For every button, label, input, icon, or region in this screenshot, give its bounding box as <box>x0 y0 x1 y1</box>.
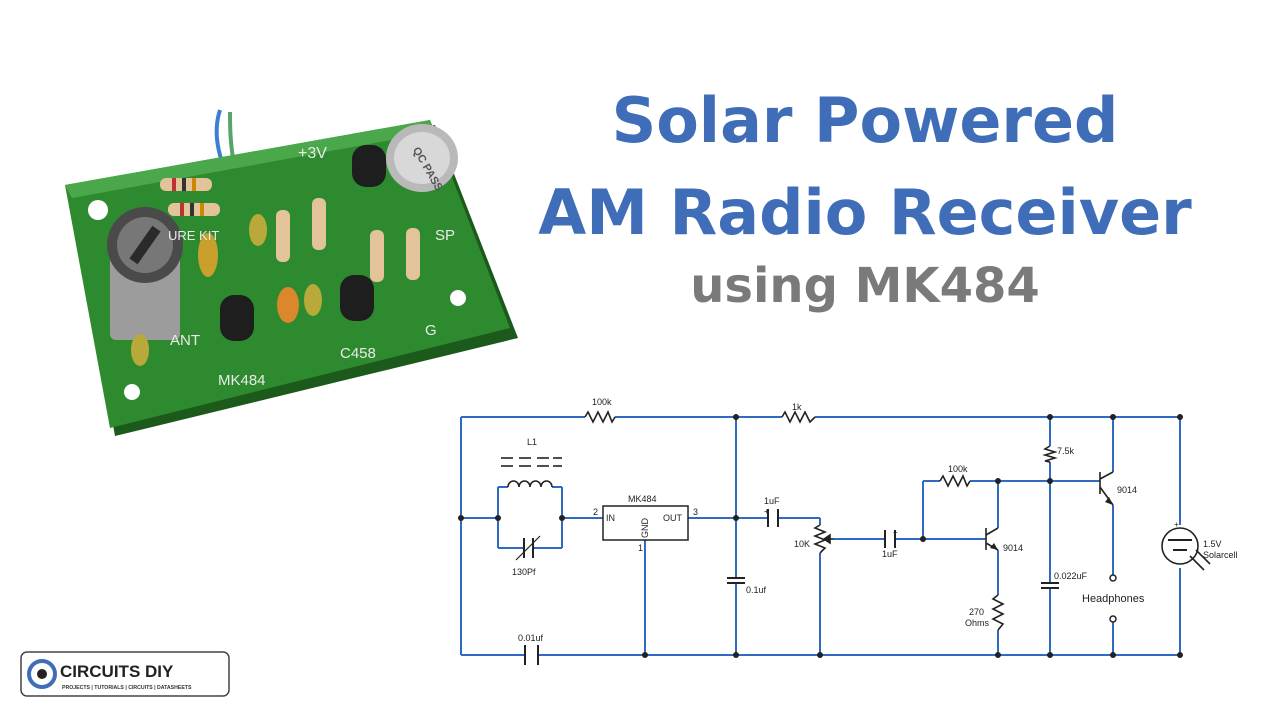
logo-mark-icon <box>27 659 57 689</box>
label-270: 270 <box>969 607 984 617</box>
silk-ant: ANT <box>170 332 200 349</box>
wires <box>460 416 1181 656</box>
label-l1: L1 <box>527 437 537 447</box>
label-ohms: Ohms <box>965 618 990 628</box>
label-1uf-a: 1uF <box>764 496 780 506</box>
title-line-2: AM Radio Receiver <box>538 176 1192 249</box>
silk-3v: +3V <box>298 145 327 162</box>
logo-tagline: PROJECTS | TUTORIALS | CIRCUITS | DATASH… <box>62 685 192 691</box>
pcb-photo: +3V QC PASS URE KIT SP ANT MK484 C458 G <box>65 109 518 436</box>
transistor-icon <box>352 145 386 187</box>
headphone-jack-icon <box>1109 574 1117 582</box>
silk-c458: C458 <box>340 345 376 362</box>
label-10k: 10K <box>794 539 810 549</box>
label-1k: 1k <box>792 402 802 412</box>
silk-sp: SP <box>435 227 455 244</box>
title-line-1: Solar Powered <box>611 84 1119 157</box>
inductor-icon <box>501 457 562 488</box>
silk-kit: URE KIT <box>168 228 219 243</box>
junction-dots <box>458 414 1183 658</box>
label-pin2: 2 <box>593 507 598 517</box>
label-solarcell: Solarcell <box>1203 550 1238 560</box>
svg-text:+: + <box>1174 520 1179 529</box>
label-100k-b: 100k <box>948 464 968 474</box>
label-0-01uf: 0.01uf <box>518 633 544 643</box>
svg-text:+: + <box>764 507 769 516</box>
silk-g: G <box>425 322 437 339</box>
label-pin1: 1 <box>638 543 643 553</box>
silk-mk484: MK484 <box>218 372 266 389</box>
label-pin-in: IN <box>606 513 615 523</box>
label-130pf: 130Pf <box>512 567 536 577</box>
label-q1: 9014 <box>1003 543 1023 553</box>
label-1uf-b: 1uF <box>882 549 898 559</box>
circuits-diy-logo[interactable]: CIRCUITS DIY PROJECTS | TUTORIALS | CIRC… <box>20 651 230 697</box>
resistor-icon <box>160 178 420 282</box>
label-ic: MK484 <box>628 494 657 504</box>
solar-cell-icon <box>1161 527 1211 571</box>
label-pin-gnd: GND <box>640 518 650 539</box>
resistor-icon <box>584 410 1058 631</box>
potentiometer-icon <box>822 533 834 545</box>
svg-text:+: + <box>893 528 898 537</box>
label-0-022uf: 0.022uF <box>1054 571 1088 581</box>
board-body <box>65 120 510 428</box>
label-1-5v: 1.5V <box>1203 539 1222 549</box>
ic-mk484 <box>602 505 689 541</box>
label-pin-out: OUT <box>663 513 683 523</box>
title-line-3: using MK484 <box>690 258 1040 314</box>
label-100k-top: 100k <box>592 397 612 407</box>
label-7-5k: 7.5k <box>1057 446 1075 456</box>
label-pin3: 3 <box>693 507 698 517</box>
label-q2: 9014 <box>1117 485 1137 495</box>
logo-name: CIRCUITS DIY <box>60 662 174 681</box>
label-headphones: Headphones <box>1082 593 1145 605</box>
capacitor-icon <box>515 509 1059 665</box>
label-0-1uf: 0.1uf <box>746 585 767 595</box>
